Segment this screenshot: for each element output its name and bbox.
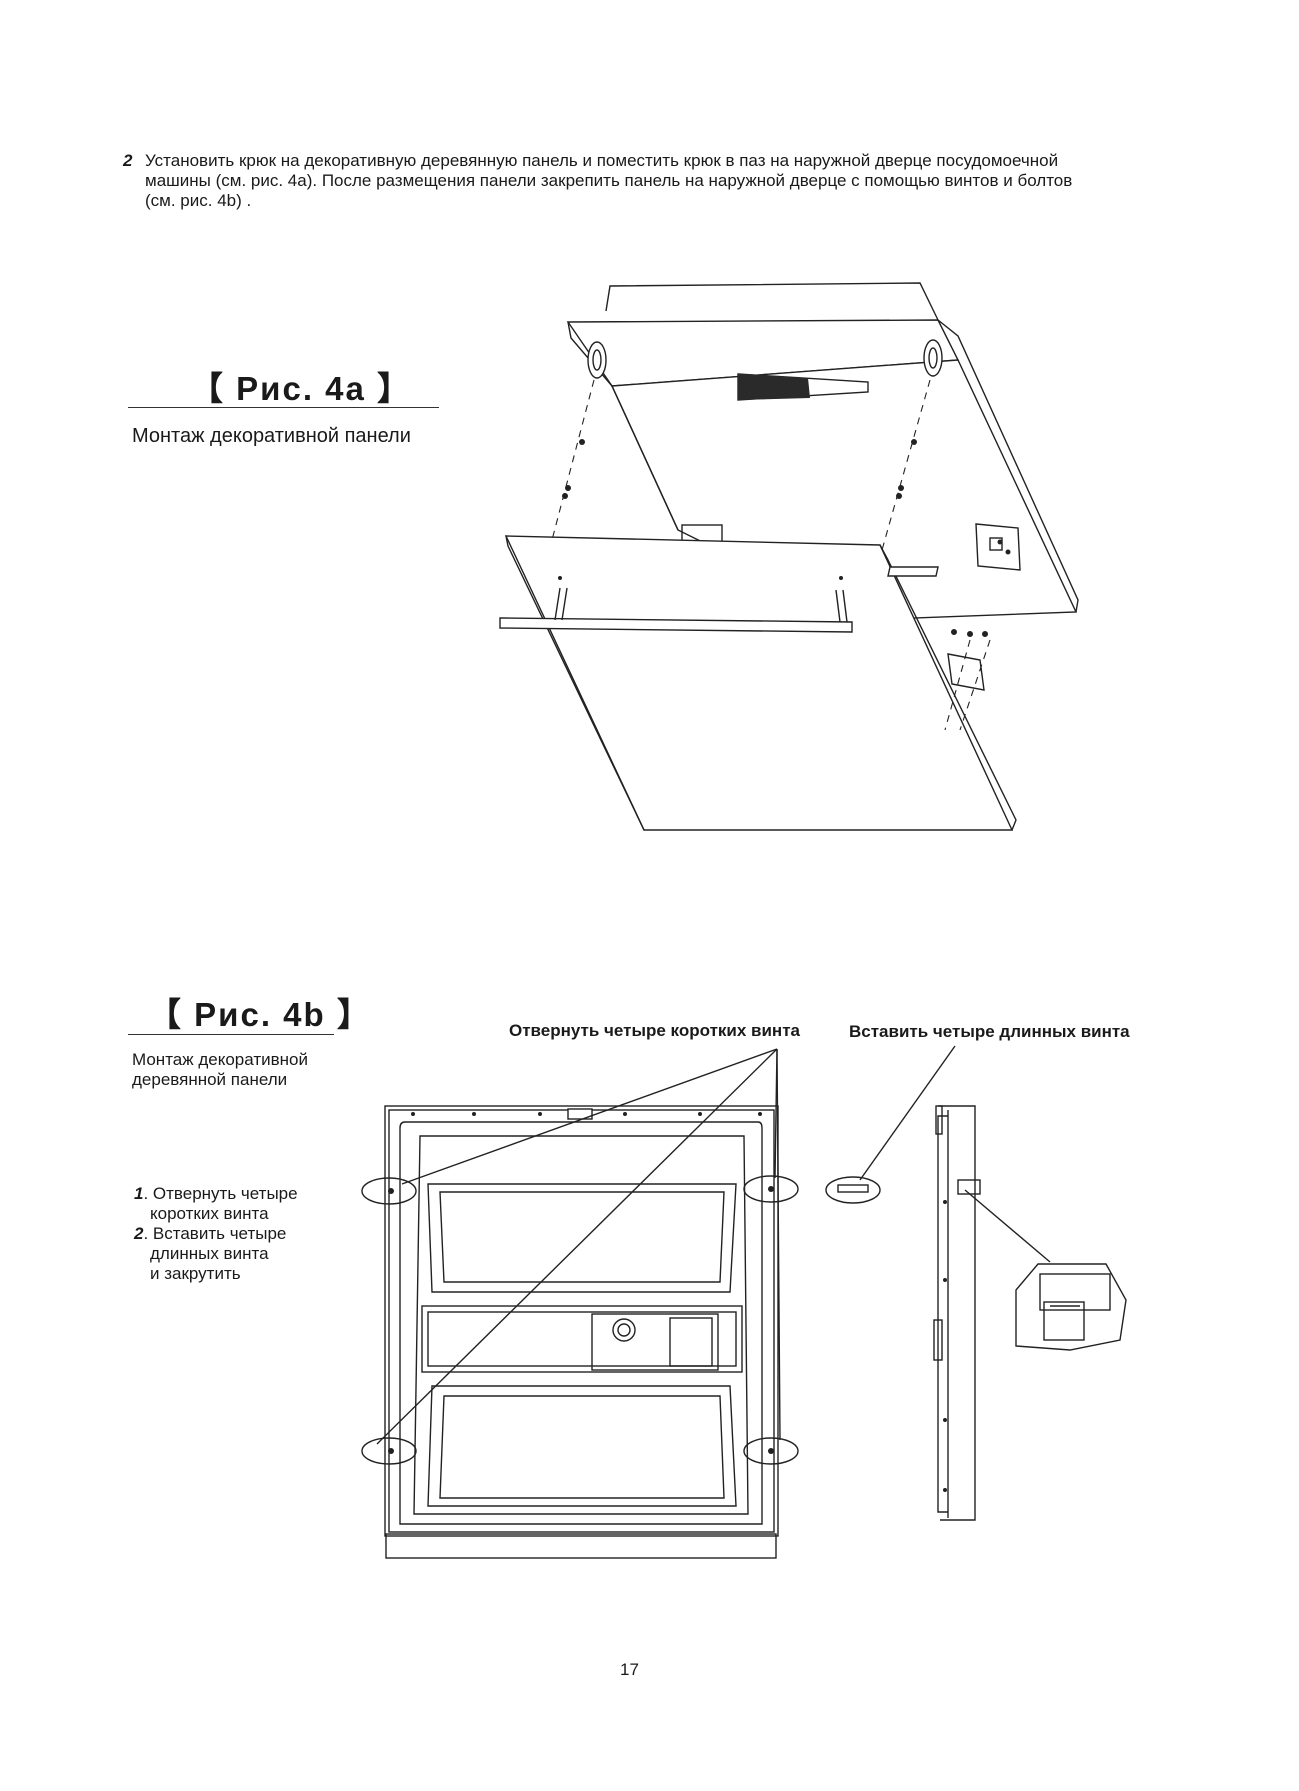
- page-number: 17: [620, 1660, 639, 1679]
- step-line-2: машины (см. рис. 4a). После размещения п…: [145, 171, 1073, 190]
- list-item-continuation: коротких винта: [150, 1204, 269, 1223]
- list-item: 2. Вставить четыре: [134, 1224, 334, 1244]
- label-unscrew-short-screws: Отвернуть четыре коротких винта: [509, 1021, 800, 1040]
- step-text: Установить крюк на декоративную деревянн…: [145, 151, 1145, 211]
- figure-4a-caption: Монтаж декоративной панели: [132, 425, 411, 447]
- figure-4b-caption-line-2: деревянной панели: [132, 1070, 288, 1089]
- list-item-number: 2: [134, 1224, 144, 1243]
- figure-4b-caption: Монтаж декоративной деревянной панели: [132, 1050, 308, 1090]
- list-item-text: . Отвернуть четыре: [143, 1184, 298, 1203]
- list-item-text: . Вставить четыре: [143, 1224, 287, 1243]
- list-item-number: 1: [134, 1184, 144, 1203]
- label-insert-long-screws: Вставить четыре длинных винта: [849, 1022, 1130, 1041]
- list-item-continuation: длинных винта: [150, 1244, 269, 1263]
- step-line-3: (см. рис. 4b) .: [145, 191, 252, 210]
- figure-4a-title: 【 Рис. 4a 】: [190, 370, 413, 407]
- figure-4b-title: 【 Рис. 4b 】: [148, 996, 372, 1033]
- step-line-1: Установить крюк на декоративную деревянн…: [145, 151, 1059, 170]
- figure-4b-caption-line-1: Монтаж декоративной: [132, 1050, 308, 1069]
- list-item-continuation: и закрутить: [150, 1264, 241, 1283]
- figure-4a-rule: [128, 407, 439, 408]
- figure-4b-steps: 1. Отвернуть четыре коротких винта 2. Вс…: [134, 1184, 334, 1284]
- list-item: 1. Отвернуть четыре: [134, 1184, 334, 1204]
- step-number: 2: [123, 151, 133, 170]
- figure-4b-rule: [128, 1034, 334, 1035]
